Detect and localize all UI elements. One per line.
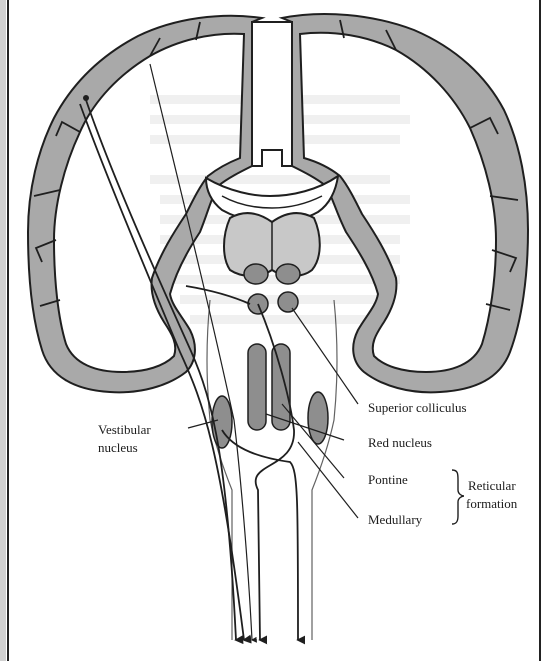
label-red-nucleus: Red nucleus xyxy=(368,435,432,450)
reticular-bracket xyxy=(452,470,464,524)
label-vestibular-line2: nucleus xyxy=(98,440,138,455)
left-pontine-reticular xyxy=(248,344,266,430)
label-superior-colliculus: Superior colliculus xyxy=(368,400,467,415)
label-vestibular-line1: Vestibular xyxy=(98,422,151,437)
left-vestibular-nucleus xyxy=(212,396,232,448)
left-subthalamic-nucleus xyxy=(244,264,268,284)
label-reticular-line2: formation xyxy=(466,496,518,511)
label-pontine: Pontine xyxy=(368,472,408,487)
page-edge-strip xyxy=(0,0,6,661)
label-medullary: Medullary xyxy=(368,512,423,527)
right-subthalamic-nucleus xyxy=(276,264,300,284)
cortical-origin-point xyxy=(83,95,89,101)
label-reticular-line1: Reticular xyxy=(468,478,516,493)
right-red-nucleus xyxy=(278,292,298,312)
longitudinal-fissure xyxy=(252,22,292,166)
right-vestibular-nucleus xyxy=(308,392,328,444)
